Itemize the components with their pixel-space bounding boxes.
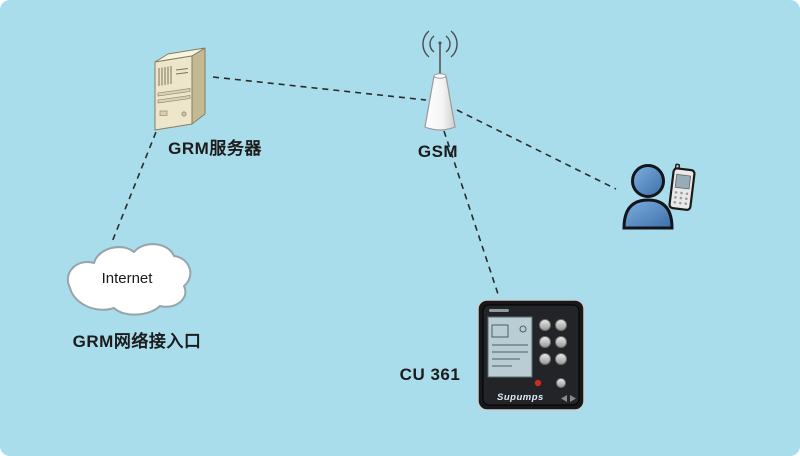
- internet-label: GRM网络接入口: [72, 332, 202, 351]
- cloud-icon: Internet: [67, 243, 192, 316]
- link-gsm-mobile-user: [456, 109, 617, 190]
- phone-keypad-icon: [673, 191, 689, 205]
- server-label: GRM服务器: [168, 139, 262, 158]
- internet-node: Internet: [55, 235, 195, 320]
- person-body-icon: [622, 198, 674, 230]
- link-server-gsm: [212, 76, 427, 101]
- device-screen: [487, 316, 533, 378]
- gsm-node: [405, 25, 475, 137]
- phone-icon: [668, 163, 696, 211]
- mobile-user-node: [610, 150, 710, 235]
- gsm-label: GSM: [417, 142, 459, 161]
- device-top-marking: [489, 309, 509, 312]
- device-red-button: [534, 379, 542, 387]
- radio-waves-icon: [422, 30, 458, 58]
- device-screen-graphics: [491, 324, 528, 367]
- mobile-user-icon: [622, 163, 696, 230]
- controller-icon: Supumps: [477, 299, 585, 411]
- person-head-icon: [631, 164, 665, 198]
- server-icon: [154, 47, 206, 131]
- controller-node: Supumps: [475, 295, 590, 415]
- controller-label: CU 361: [399, 365, 461, 384]
- device-brand-text: Supumps: [497, 392, 544, 403]
- device-buttons: [539, 319, 567, 388]
- server-node: [140, 36, 220, 131]
- device-arrow-keys: [561, 395, 576, 402]
- antenna-icon: [422, 30, 458, 131]
- internet-cloud-text: Internet: [102, 270, 154, 287]
